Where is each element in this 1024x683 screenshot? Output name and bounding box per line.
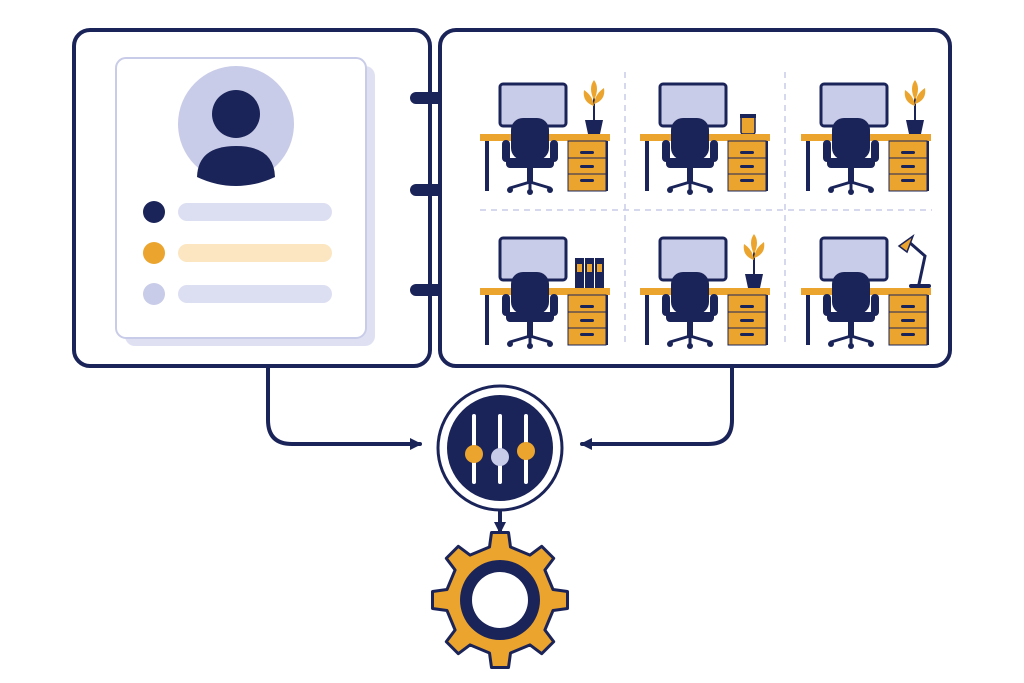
grid-dividers — [480, 72, 932, 345]
desk-lamp-icon — [897, 233, 931, 288]
office-chair — [823, 272, 879, 349]
binder-right-page — [438, 28, 952, 368]
bullet-dot — [143, 283, 165, 305]
slider-knob — [491, 448, 509, 466]
bullet-dot — [143, 201, 165, 223]
arrow-workspaces-to-matcher — [580, 366, 734, 450]
office-chair — [502, 272, 558, 349]
sliders-icon — [465, 414, 535, 484]
plant-icon — [904, 80, 926, 134]
desk-workstation — [640, 82, 770, 195]
profile-detail-list — [143, 201, 332, 305]
desk-workstation — [801, 80, 931, 195]
office-chair — [662, 272, 718, 349]
workspace-grid — [480, 80, 931, 349]
binders-icon — [575, 258, 604, 288]
desk-workstation — [480, 80, 610, 195]
binder-left-page — [72, 28, 432, 368]
gear-icon — [431, 531, 569, 669]
profile-detail-row — [143, 283, 332, 305]
plant-icon — [743, 234, 765, 288]
office-chair — [502, 118, 558, 195]
cup-icon — [740, 114, 756, 135]
connector-arrows — [266, 366, 734, 534]
desk-workstation — [640, 234, 770, 349]
profile-detail-row — [143, 242, 332, 264]
slider-knob — [517, 442, 535, 460]
plant-icon — [583, 80, 605, 134]
desk-workstation — [480, 236, 610, 349]
profile-detail-row — [143, 201, 332, 223]
matching-node — [436, 384, 564, 512]
arrow-profile-to-matcher — [266, 366, 422, 450]
detail-bar — [178, 203, 332, 221]
slider-knob — [465, 445, 483, 463]
desk-workstation — [801, 233, 931, 349]
user-avatar-icon — [178, 66, 294, 186]
office-chair — [662, 118, 718, 195]
office-chair — [823, 118, 879, 195]
detail-bar — [178, 244, 332, 262]
detail-bar — [178, 285, 332, 303]
bullet-dot — [143, 242, 165, 264]
